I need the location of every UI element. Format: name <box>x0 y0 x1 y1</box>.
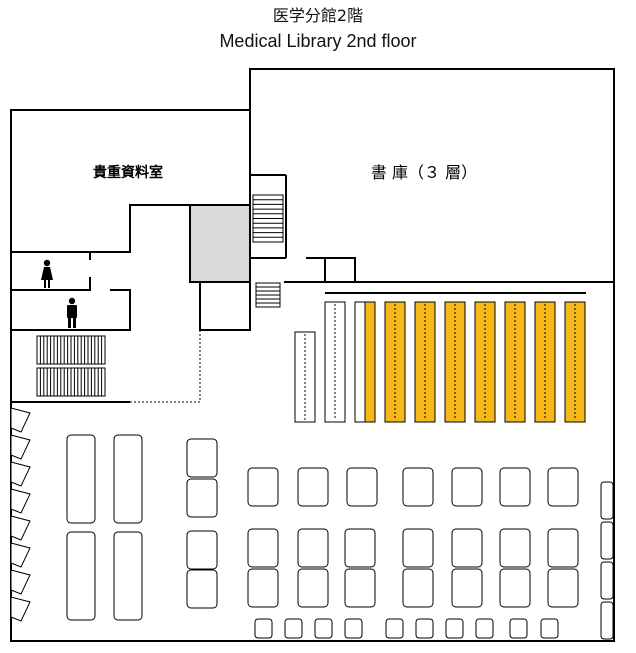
reading-table <box>415 618 434 639</box>
reading-table <box>540 618 559 639</box>
reading-table <box>66 531 96 621</box>
bookshelf <box>534 301 556 423</box>
staircases <box>36 194 284 397</box>
reading-table <box>66 434 96 524</box>
reading-table <box>600 561 614 600</box>
rare-books-room-label: 貴重資料室 <box>93 164 163 181</box>
reading-table <box>344 568 376 608</box>
window-carrel <box>10 596 31 622</box>
reading-table <box>499 467 531 507</box>
reading-table <box>297 568 329 608</box>
male-restroom-icon <box>67 297 77 328</box>
reading-table <box>344 618 363 639</box>
window-carrel <box>10 461 31 487</box>
window-carrels <box>10 407 31 622</box>
window-carrel <box>10 488 31 514</box>
reading-table <box>385 618 404 639</box>
bookshelf <box>564 301 586 423</box>
reading-table <box>445 618 464 639</box>
stacks-room-label: 書 庫（３ 層） <box>371 163 477 182</box>
staircase-left-a <box>36 335 106 365</box>
reading-table <box>247 568 279 608</box>
reading-table <box>247 467 279 507</box>
reading-table <box>451 568 483 608</box>
bookshelf <box>474 301 496 423</box>
reading-table <box>297 528 329 568</box>
reading-table <box>186 438 218 478</box>
reading-table <box>314 618 333 639</box>
reading-table <box>600 601 614 640</box>
reading-table <box>186 530 218 570</box>
reading-table <box>547 467 579 507</box>
window-carrel <box>10 434 31 460</box>
floor-title-en: Medical Library 2nd floor <box>219 31 417 51</box>
bookshelf <box>294 331 316 423</box>
reading-table <box>499 568 531 608</box>
reading-table <box>600 521 614 560</box>
reading-table <box>113 531 143 621</box>
staircase-lower <box>255 282 281 308</box>
reading-table <box>451 528 483 568</box>
reading-table <box>247 528 279 568</box>
staircase-left-b <box>36 367 106 397</box>
window-carrel <box>10 515 31 541</box>
female-restroom-icon <box>41 259 53 288</box>
reading-table <box>186 478 218 518</box>
reading-table <box>600 481 614 520</box>
reading-table <box>547 568 579 608</box>
bookshelf <box>414 301 436 423</box>
reading-table <box>254 618 273 639</box>
bookshelf <box>384 301 406 423</box>
bookshelf <box>504 301 526 423</box>
reading-table <box>113 434 143 524</box>
reading-table <box>284 618 303 639</box>
reading-table <box>402 528 434 568</box>
bookshelf-highlight-half <box>364 301 376 423</box>
reading-table <box>402 467 434 507</box>
reading-table <box>509 618 528 639</box>
floor-title-ja: 医学分館2階 <box>272 6 364 25</box>
reading-table <box>451 467 483 507</box>
staircase-upper <box>252 194 284 243</box>
reading-table <box>186 569 218 609</box>
bookshelf <box>324 301 346 423</box>
reading-table <box>344 528 376 568</box>
dashed-partition <box>130 330 201 403</box>
reading-area-furniture <box>66 434 614 640</box>
window-carrel <box>10 407 31 433</box>
elevator <box>189 204 251 283</box>
window-carrel <box>10 542 31 568</box>
reading-table <box>297 467 329 507</box>
reading-table <box>402 568 434 608</box>
reading-table <box>475 618 494 639</box>
bookshelves <box>294 301 586 423</box>
reading-table <box>547 528 579 568</box>
bookshelf <box>444 301 466 423</box>
reading-table <box>346 467 378 507</box>
reading-table <box>499 528 531 568</box>
window-carrel <box>10 569 31 595</box>
